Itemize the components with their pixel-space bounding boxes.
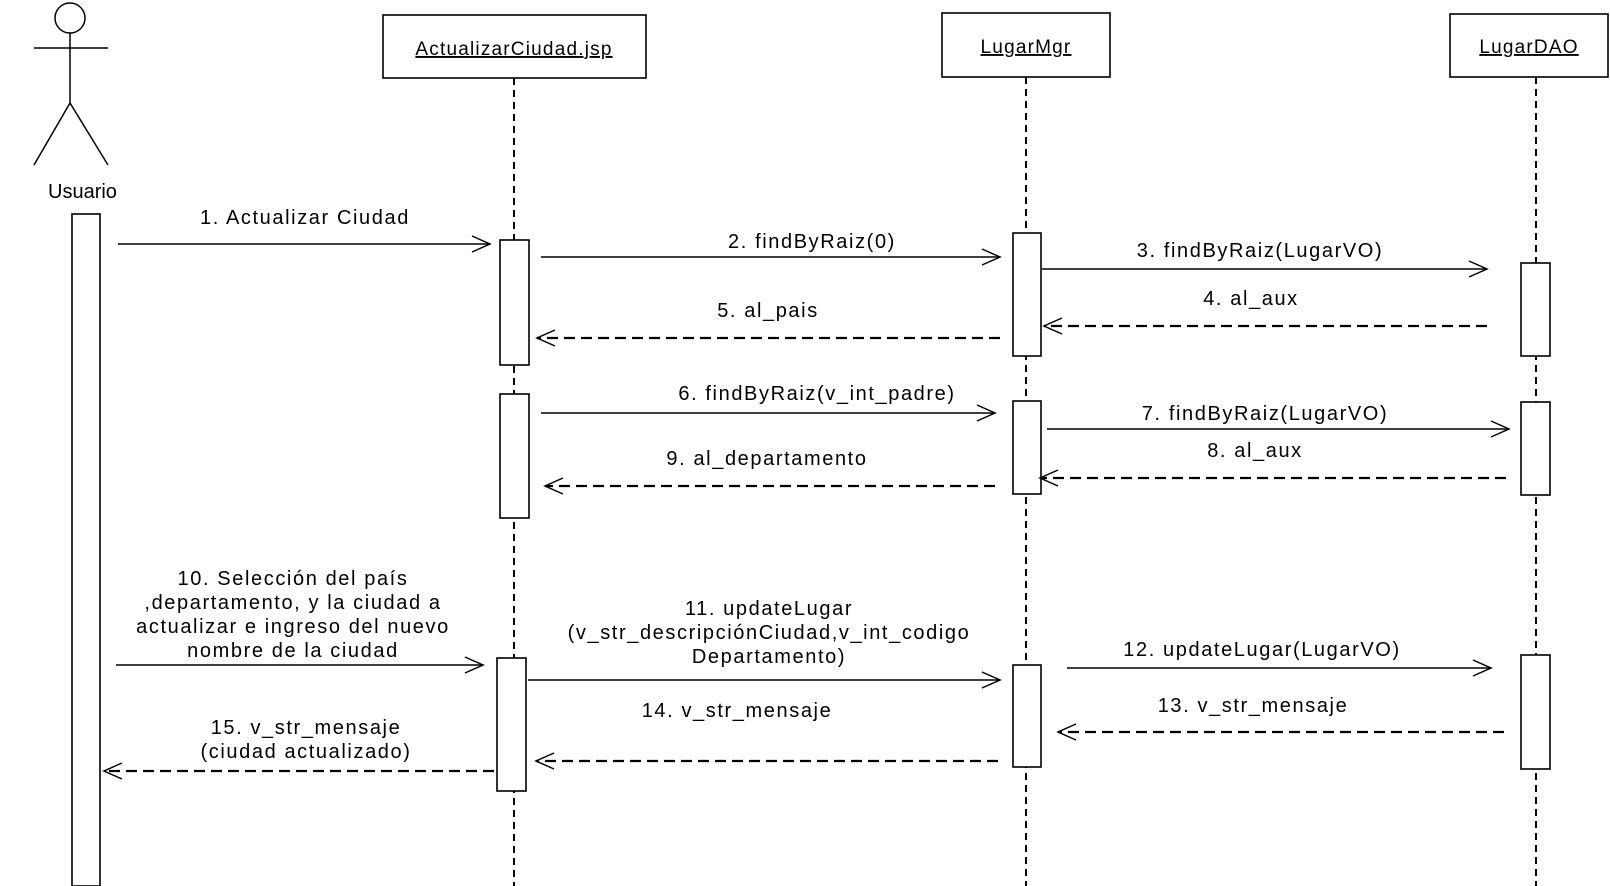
message-label-line: Departamento) bbox=[692, 646, 846, 668]
message-label: 3. findByRaiz(LugarVO) bbox=[1137, 240, 1383, 262]
message-label: 1. Actualizar Ciudad bbox=[200, 207, 410, 229]
message-label-line: 1. Actualizar Ciudad bbox=[200, 207, 410, 229]
message-label-line: nombre de la ciudad bbox=[187, 640, 399, 662]
activation-jsp-1 bbox=[499, 239, 530, 366]
message-m8: 8. al_aux bbox=[1038, 440, 1506, 487]
message-label-line: 3. findByRaiz(LugarVO) bbox=[1137, 240, 1383, 262]
activation-bars bbox=[496, 232, 1551, 792]
message-label: 15. v_str_mensaje(ciudad actualizado) bbox=[201, 717, 412, 763]
activation-jsp-2 bbox=[499, 393, 530, 519]
activation-jsp-3 bbox=[496, 657, 527, 792]
arrowhead-icon bbox=[543, 477, 564, 495]
message-m15: 15. v_str_mensaje(ciudad actualizado) bbox=[102, 717, 494, 780]
arrowhead-icon bbox=[981, 671, 1002, 689]
message-label: 4. al_aux bbox=[1203, 288, 1299, 310]
message-label: 14. v_str_mensaje bbox=[642, 700, 833, 722]
arrowhead-icon bbox=[976, 404, 997, 422]
message-label: 5. al_pais bbox=[717, 300, 819, 322]
message-label: 6. findByRaiz(v_int_padre) bbox=[678, 383, 955, 405]
message-m10: 10. Selección del país,departamento, y l… bbox=[116, 568, 485, 674]
message-label: 7. findByRaiz(LugarVO) bbox=[1142, 403, 1388, 425]
activation-dao-2 bbox=[1520, 401, 1551, 496]
arrowhead-icon bbox=[1056, 723, 1077, 741]
message-m1: 1. Actualizar Ciudad bbox=[118, 207, 492, 253]
message-label-line: 6. findByRaiz(v_int_padre) bbox=[678, 383, 955, 405]
message-label-line: actualizar e ingreso del nuevo bbox=[136, 616, 450, 638]
object-label-mgr: LugarMgr bbox=[981, 37, 1072, 58]
arrowhead-icon bbox=[1468, 260, 1489, 278]
message-label: 12. updateLugar(LugarVO) bbox=[1123, 639, 1400, 661]
arrowhead-icon bbox=[535, 329, 556, 347]
message-label-line: 5. al_pais bbox=[717, 300, 819, 322]
message-m7: 7. findByRaiz(LugarVO) bbox=[1047, 403, 1511, 438]
arrowhead-icon bbox=[1042, 317, 1063, 335]
message-label-line: 9. al_departamento bbox=[666, 448, 867, 470]
arrowhead-icon bbox=[102, 762, 123, 780]
message-label-line: 7. findByRaiz(LugarVO) bbox=[1142, 403, 1388, 425]
message-label-line: (ciudad actualizado) bbox=[201, 741, 412, 763]
message-m13: 13. v_str_mensaje bbox=[1056, 695, 1504, 741]
message-m3: 3. findByRaiz(LugarVO) bbox=[1042, 240, 1489, 278]
object-box-mgr bbox=[941, 12, 1111, 78]
actor-activation-bar bbox=[71, 213, 101, 886]
message-label-line: 4. al_aux bbox=[1203, 288, 1299, 310]
message-label-line: 11. updateLugar bbox=[685, 598, 853, 620]
message-label-line: (v_str_descripciónCiudad,v_int_codigo bbox=[568, 622, 971, 644]
message-label-line: 15. v_str_mensaje bbox=[211, 717, 402, 739]
message-m12: 12. updateLugar(LugarVO) bbox=[1067, 639, 1493, 677]
arrowhead-icon bbox=[534, 752, 555, 770]
arrowhead-icon bbox=[1038, 469, 1059, 487]
object-lugar-mgr: LugarMgr bbox=[941, 12, 1111, 886]
message-label-line: 12. updateLugar(LugarVO) bbox=[1123, 639, 1400, 661]
object-box-jsp bbox=[382, 14, 647, 79]
message-label-line: 13. v_str_mensaje bbox=[1158, 695, 1349, 717]
activation-mgr-1 bbox=[1012, 232, 1042, 357]
actor-head bbox=[54, 2, 86, 34]
message-label-line: 8. al_aux bbox=[1207, 440, 1303, 462]
message-m9: 9. al_departamento bbox=[543, 448, 995, 495]
message-label-line: ,departamento, y la ciudad a bbox=[144, 592, 441, 614]
arrowhead-icon bbox=[471, 235, 492, 253]
actor-left-leg bbox=[33, 102, 71, 166]
activation-dao-3 bbox=[1520, 654, 1551, 770]
message-m11: 11. updateLugar(v_str_descripciónCiudad,… bbox=[528, 598, 1002, 689]
message-label-line: 14. v_str_mensaje bbox=[642, 700, 833, 722]
message-label: 2. findByRaiz(0) bbox=[728, 231, 896, 253]
actor-usuario: Usuario bbox=[33, 2, 117, 886]
activation-dao-1 bbox=[1520, 262, 1551, 357]
activation-mgr-2 bbox=[1012, 400, 1042, 495]
actor-right-leg bbox=[69, 102, 109, 166]
message-m14: 14. v_str_mensaje bbox=[534, 700, 998, 770]
messages: 1. Actualizar Ciudad 2. findByRaiz(0) 3. f… bbox=[102, 207, 1511, 780]
object-label-dao: LugarDAO bbox=[1479, 37, 1578, 58]
message-m2: 2. findByRaiz(0) bbox=[541, 231, 1002, 266]
message-m5: 5. al_pais bbox=[535, 300, 1000, 347]
actor-label: Usuario bbox=[48, 181, 117, 203]
arrowhead-icon bbox=[464, 656, 485, 674]
activation-mgr-3 bbox=[1012, 664, 1042, 768]
object-lugar-dao: LugarDAO bbox=[1449, 13, 1609, 886]
message-label: 9. al_departamento bbox=[666, 448, 867, 470]
arrowhead-icon bbox=[1472, 659, 1493, 677]
message-label: 11. updateLugar(v_str_descripciónCiudad,… bbox=[568, 598, 971, 668]
object-label-jsp: ActualizarCiudad.jsp bbox=[415, 39, 612, 60]
message-label: 8. al_aux bbox=[1207, 440, 1303, 462]
message-m4: 4. al_aux bbox=[1042, 288, 1487, 335]
message-label-line: 2. findByRaiz(0) bbox=[728, 231, 896, 253]
arrowhead-icon bbox=[1490, 420, 1511, 438]
arrowhead-icon bbox=[981, 248, 1002, 266]
message-m6: 6. findByRaiz(v_int_padre) bbox=[541, 383, 997, 422]
object-box-dao bbox=[1449, 13, 1609, 78]
message-label: 13. v_str_mensaje bbox=[1158, 695, 1349, 717]
message-label: 10. Selección del país,departamento, y l… bbox=[136, 568, 450, 662]
message-label-line: 10. Selección del país bbox=[178, 568, 409, 590]
